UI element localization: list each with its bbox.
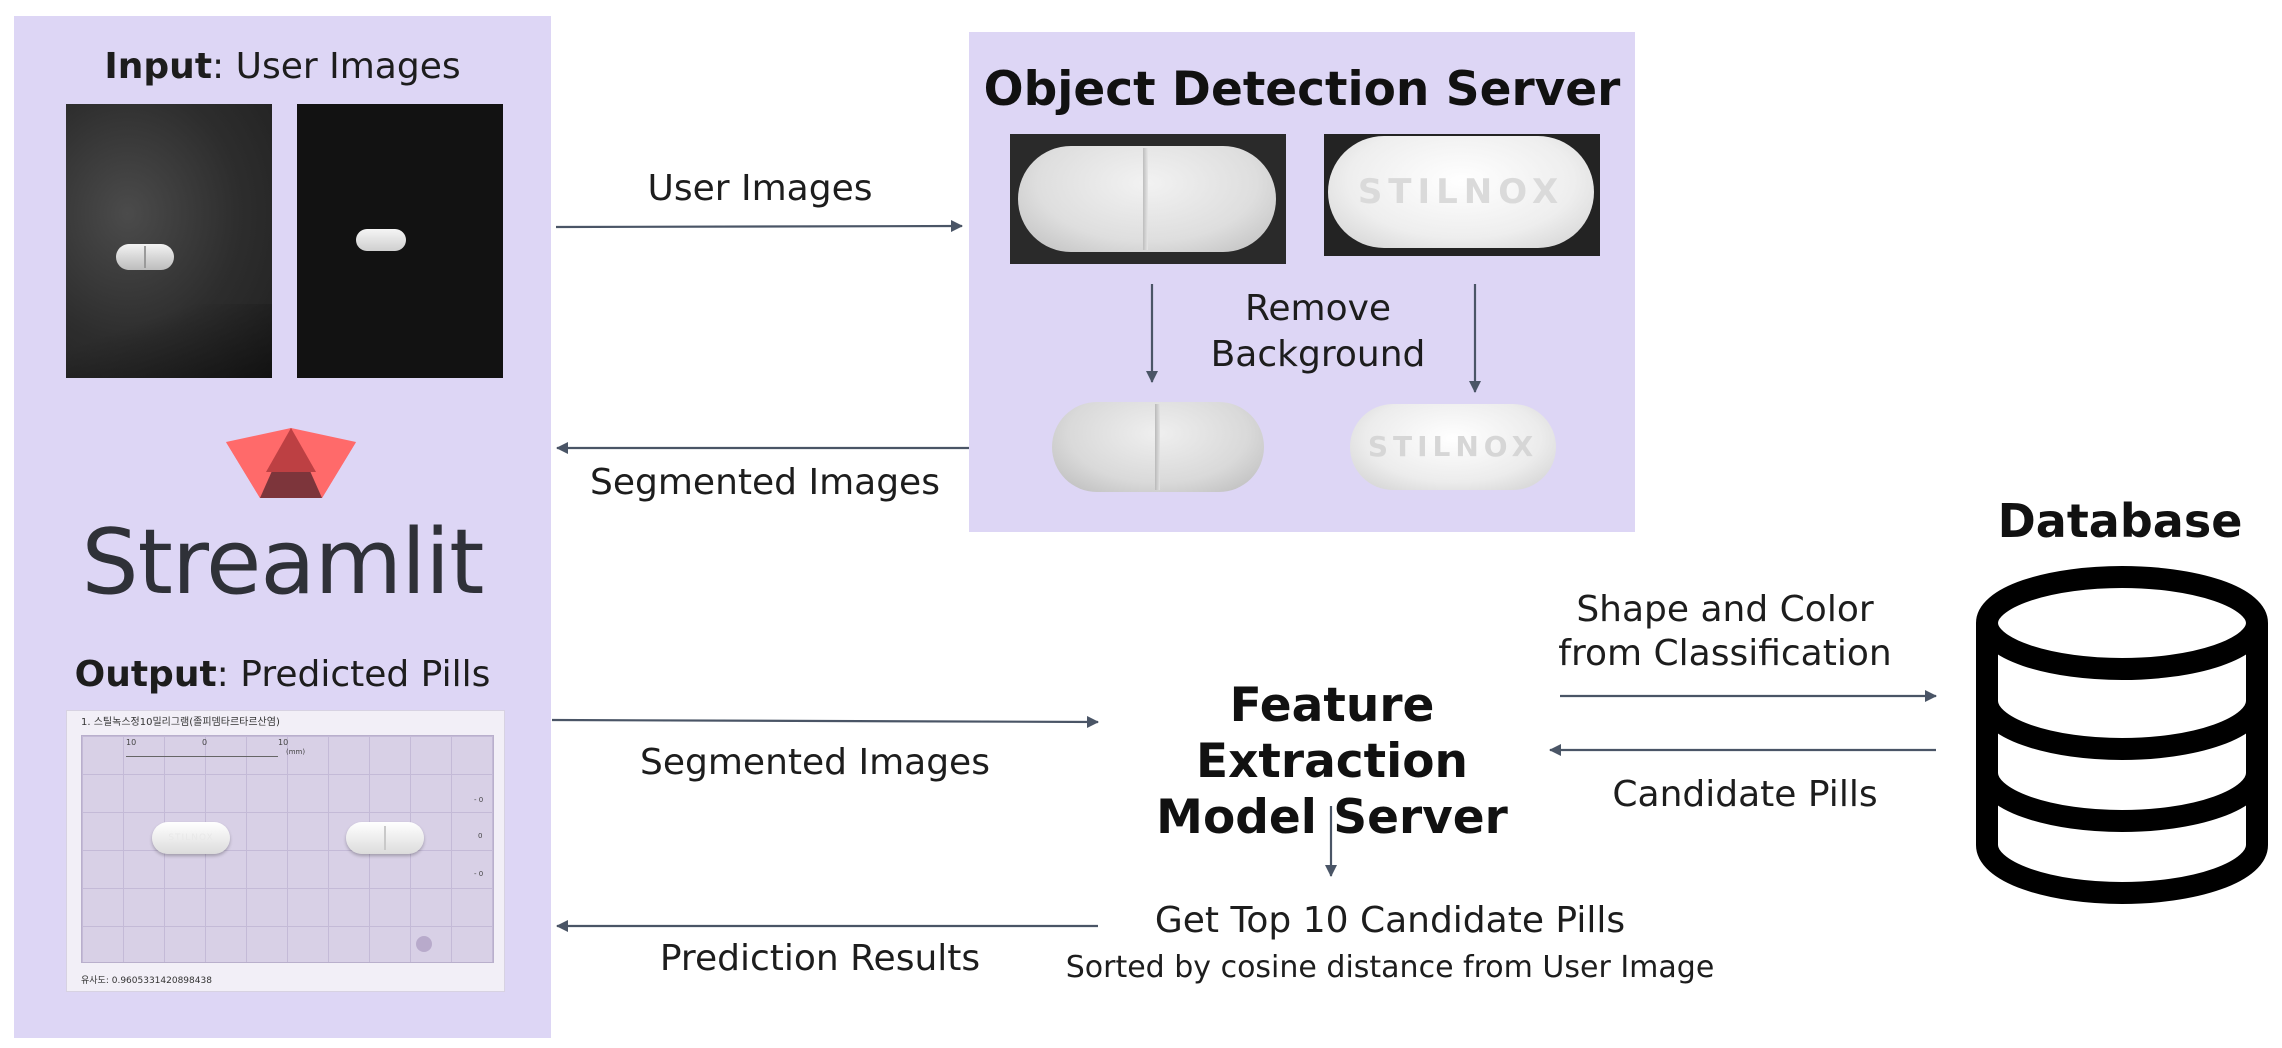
feature-server-title: Feature Extraction Model Server <box>1156 678 1508 845</box>
input-heading: Input: User Images <box>104 46 461 87</box>
result-pill-scored <box>346 822 424 854</box>
edge-label-shape-color: Shape and Color from Classification <box>1558 589 1892 674</box>
edge-label-segmented-images-top: Segmented Images <box>590 462 940 503</box>
edge-label-user-images: User Images <box>647 168 873 209</box>
side-label: - 0 <box>474 870 484 878</box>
similarity-score: 유사도: 0.9605331420898438 <box>81 976 212 986</box>
side-label: - 0 <box>474 796 484 804</box>
ruler-unit: (mm) <box>286 748 306 756</box>
arrow-segmented-to-feature <box>551 715 1099 728</box>
ruler-label: 0 <box>202 738 208 747</box>
od-crop-stilnox-pill: STILNOX <box>1324 134 1600 256</box>
prediction-result-card: 1. 스틸녹스정10밀리그램(졸피뎀타르타르산염) 10 0 10 (mm) -… <box>66 710 505 992</box>
arrow-user-images <box>555 220 963 233</box>
result-header: 1. 스틸녹스정10밀리그램(졸피뎀타르타르산염) <box>81 717 280 728</box>
top10-subtitle: Sorted by cosine distance from User Imag… <box>1065 950 1715 985</box>
remove-background-label: Remove Background <box>1210 288 1426 375</box>
result-pill-stilnox: STILNOX <box>152 822 230 854</box>
user-image-1 <box>66 104 272 378</box>
watermark-seal-icon <box>416 936 432 952</box>
top10-title: Get Top 10 Candidate Pills <box>1154 900 1626 941</box>
od-server-title: Object Detection Server <box>983 62 1621 117</box>
database-icon <box>1976 566 2268 904</box>
ruler-label: 10 <box>278 738 289 747</box>
streamlit-logo-text: Streamlit <box>81 510 485 615</box>
ruler-ticks <box>126 750 278 757</box>
user-image-2 <box>297 104 503 378</box>
streamlit-logo-icon <box>226 428 356 498</box>
output-heading: Output: Predicted Pills <box>74 654 491 695</box>
edge-label-prediction-results: Prediction Results <box>659 938 981 979</box>
edge-label-candidate-pills: Candidate Pills <box>1612 774 1878 815</box>
result-grid: 10 0 10 (mm) - 0 0 - 0 STILNOX <box>81 735 494 963</box>
segmented-scored-pill <box>1052 402 1264 492</box>
segmented-stilnox-pill: STILNOX <box>1350 404 1556 490</box>
pill-shape <box>356 229 406 251</box>
database-title: Database <box>1997 494 2243 548</box>
side-label: 0 <box>478 832 483 840</box>
ruler-label: 10 <box>126 738 137 747</box>
edge-label-segmented-images-bottom: Segmented Images <box>640 742 990 783</box>
od-crop-scored-pill <box>1010 134 1286 264</box>
